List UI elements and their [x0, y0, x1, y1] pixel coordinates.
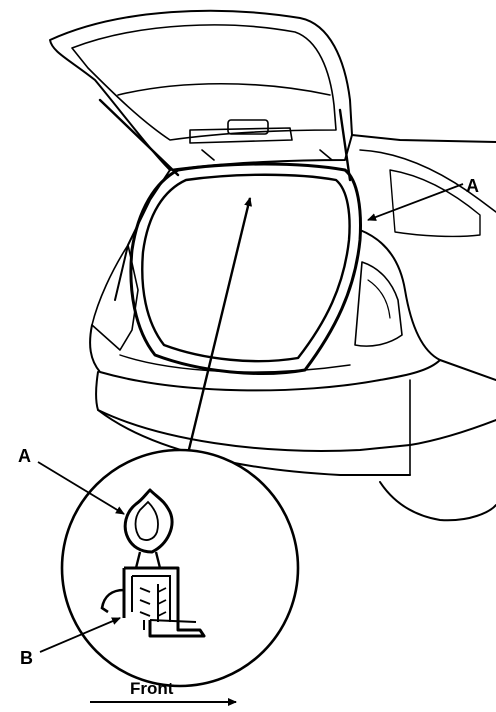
front-direction: Front	[90, 679, 237, 706]
tailgate-strut-left	[98, 98, 180, 177]
tailgate-strut-right	[338, 108, 352, 182]
seal-lip-left	[100, 588, 125, 614]
seal-bulb	[123, 488, 174, 554]
tailgate-outer	[49, 9, 353, 171]
label-a-top: A	[466, 176, 479, 196]
car-lower-side	[409, 419, 496, 446]
tailgate-latch-bar	[189, 127, 293, 144]
weatherstrip-inner-loop	[141, 173, 351, 363]
callout-a-detail: A	[18, 446, 125, 515]
seal-neck	[134, 551, 162, 569]
callout-b-detail: B	[20, 617, 121, 668]
car-taillight-detail	[367, 279, 391, 319]
car-side-window	[359, 149, 496, 213]
opening-weatherstrip	[129, 162, 362, 375]
car-taillight	[354, 261, 403, 347]
car-side-window-inner	[389, 169, 481, 238]
seal-channel	[122, 566, 206, 638]
label-a-detail: A	[18, 446, 31, 466]
car-bumper-top	[89, 324, 441, 392]
tailgate-inner-panel	[71, 24, 337, 141]
car-bumper-face	[95, 371, 411, 452]
car-wheel-arch	[379, 481, 496, 522]
callout-a-top: A	[367, 176, 479, 221]
seal-bulb-inner	[134, 500, 159, 541]
detail-circle	[60, 448, 300, 688]
car-left-light	[91, 244, 139, 351]
seal-body-flange	[143, 619, 197, 630]
tailgate-glass-edge	[117, 83, 331, 96]
tailgate	[49, 9, 353, 182]
weatherstrip-outer-loop	[129, 162, 362, 375]
car-quarter-panel	[359, 229, 496, 381]
label-b-detail: B	[20, 648, 33, 668]
label-front: Front	[130, 679, 174, 698]
detail-pointer-arrow	[182, 197, 253, 471]
tailgate-latch	[227, 119, 269, 135]
car-roofline	[351, 134, 496, 143]
cross-section-detail	[60, 448, 300, 688]
seal-gripper-fins	[139, 587, 167, 617]
tailgate-hinge	[201, 149, 333, 161]
